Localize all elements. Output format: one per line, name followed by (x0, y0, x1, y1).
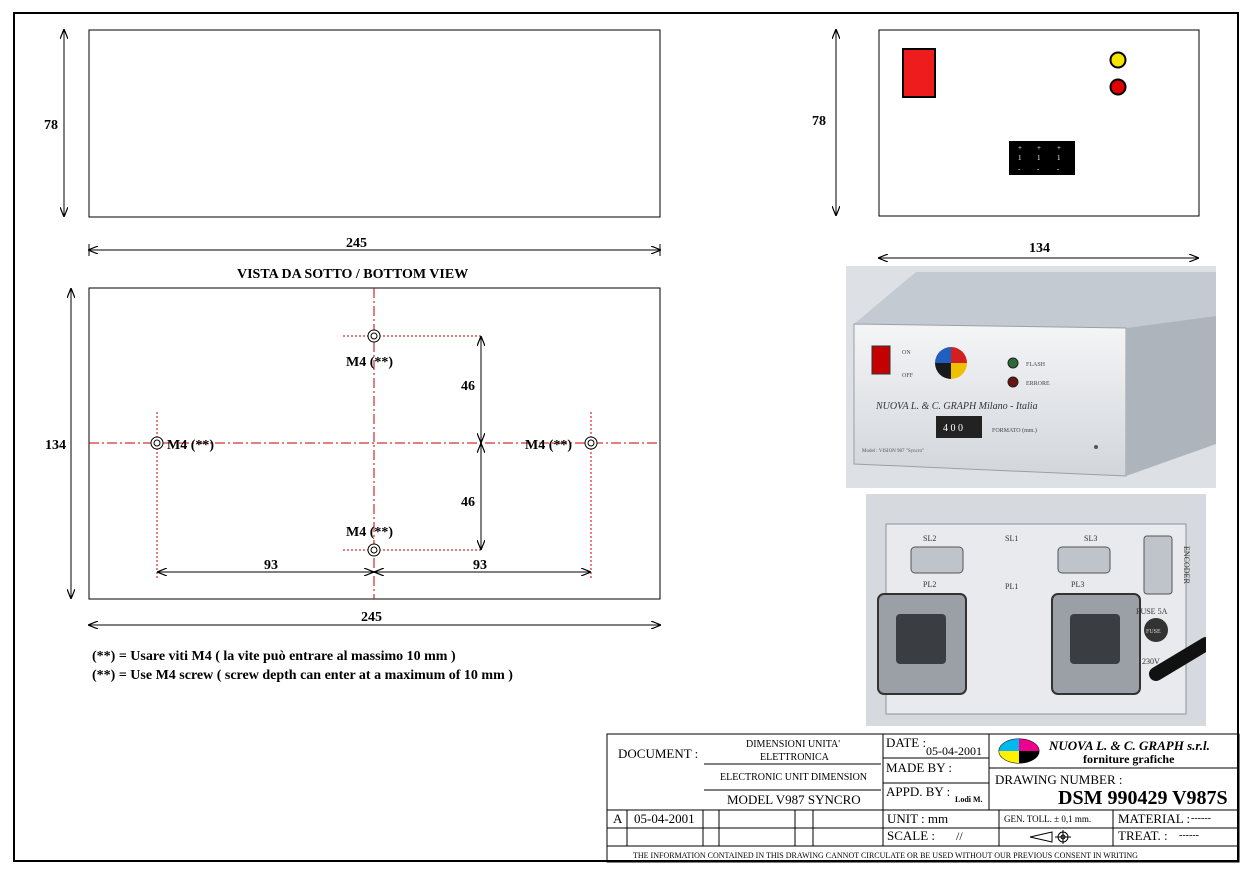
power-switch (902, 48, 936, 98)
mounting-hole-right (584, 436, 598, 450)
svg-text:PL3: PL3 (1071, 580, 1084, 589)
svg-text:ON: ON (902, 350, 911, 356)
svg-text:+: + (1057, 144, 1061, 152)
height-dimension-label: 78 (44, 118, 58, 133)
svg-text:-: - (1037, 165, 1040, 173)
note-italian: (**) = Usare viti M4 ( la vite può entra… (92, 649, 456, 664)
hole-label: M4 (**) (346, 355, 393, 370)
digit-selector: + + + 1 1 1 - - - (1009, 141, 1075, 175)
yellow-led (1109, 51, 1127, 69)
mounting-hole-bottom (367, 543, 381, 557)
rear-photo: SL2 SL1 SL3 ENCODER PL2 PL1 PL3 FUSE 5A … (866, 494, 1206, 726)
svg-text:PL1: PL1 (1005, 582, 1018, 591)
svg-text:FUSE: FUSE (1146, 629, 1161, 635)
svg-text:1: 1 (1018, 154, 1022, 162)
width-dimension-label: 245 (346, 236, 367, 251)
svg-text:SL3: SL3 (1084, 534, 1097, 543)
svg-text:ENCODER: ENCODER (1182, 546, 1191, 584)
width-dimension-label: 245 (361, 610, 382, 625)
front-photo: ON OFF FLASH ERRORE NUOVA L. & C. GRAPH … (846, 266, 1216, 488)
svg-text:1: 1 (1057, 154, 1061, 162)
front-view-outline (88, 29, 661, 218)
svg-text:4 0 0: 4 0 0 (943, 423, 963, 434)
dimension-label: 93 (264, 558, 278, 573)
hole-label: M4 (**) (167, 438, 214, 453)
svg-text:OFF: OFF (902, 373, 914, 379)
height-dimension-label: 78 (812, 114, 826, 129)
svg-text:SL2: SL2 (923, 534, 936, 543)
mounting-hole-left (150, 436, 164, 450)
svg-text:PL2: PL2 (923, 580, 936, 589)
dimension-label: 93 (473, 558, 487, 573)
width-dimension-label: 134 (1029, 241, 1050, 256)
note-english: (**) = Use M4 screw ( screw depth can en… (92, 668, 513, 683)
hole-label: M4 (**) (525, 438, 572, 453)
svg-text:FORMATO (mm.): FORMATO (mm.) (992, 427, 1037, 434)
bottom-view-title: VISTA DA SOTTO / BOTTOM VIEW (237, 267, 468, 282)
svg-text:Model : VISION 987 "Syncro": Model : VISION 987 "Syncro" (862, 449, 924, 454)
red-led (1109, 78, 1127, 96)
height-dimension-label: 134 (45, 438, 66, 453)
svg-text:FLASH: FLASH (1026, 362, 1046, 368)
dimension-label: 46 (461, 495, 475, 510)
svg-text:+: + (1018, 144, 1022, 152)
svg-text:1: 1 (1037, 154, 1041, 162)
svg-text:ERRORE: ERRORE (1026, 381, 1050, 387)
svg-text:-: - (1057, 165, 1060, 173)
hole-label: M4 (**) (346, 525, 393, 540)
svg-text:230V: 230V (1142, 657, 1160, 666)
svg-text:FUSE 5A: FUSE 5A (1136, 607, 1168, 616)
dimension-label: 46 (461, 379, 475, 394)
svg-text:+: + (1037, 144, 1041, 152)
svg-text:-: - (1018, 165, 1021, 173)
svg-text:SL1: SL1 (1005, 534, 1018, 543)
mounting-hole-top (367, 329, 381, 343)
svg-text:NUOVA L. & C. GRAPH Milano -: NUOVA L. & C. GRAPH Milano - Italia (875, 401, 1038, 412)
